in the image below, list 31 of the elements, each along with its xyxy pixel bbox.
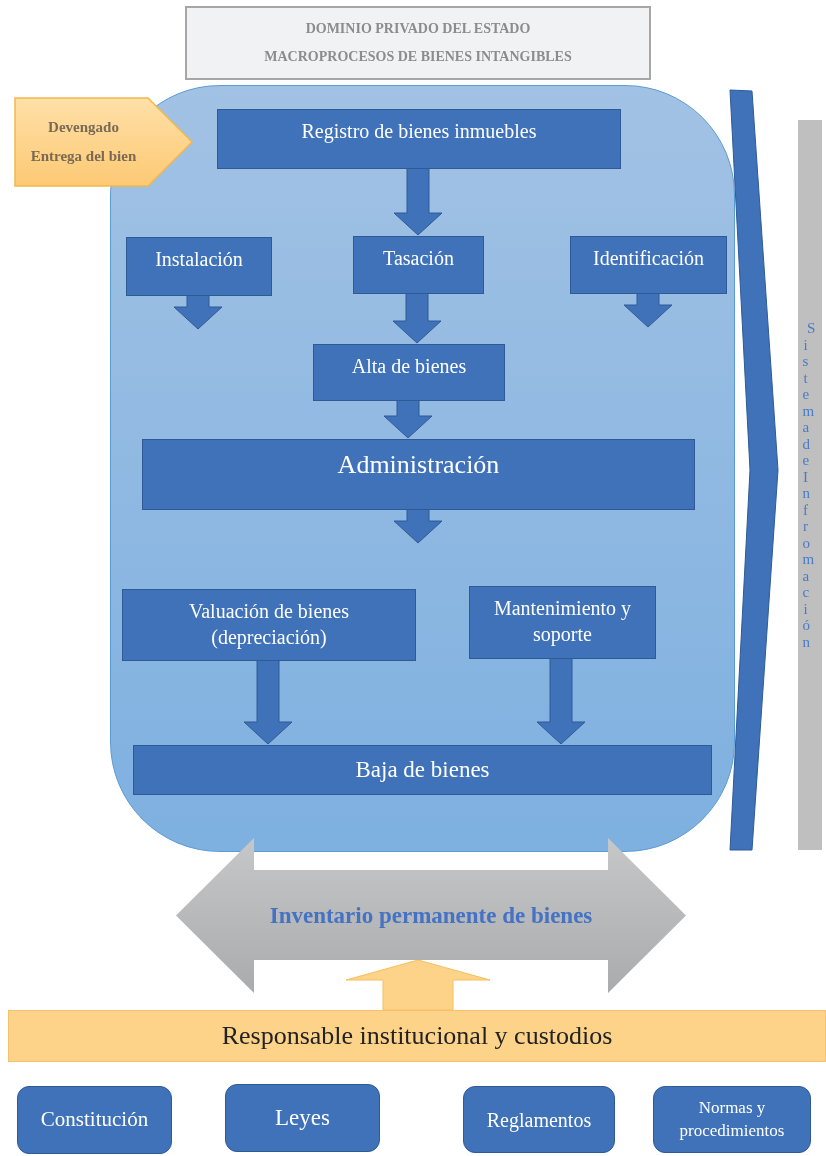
rounded-box: Constitución — [17, 1086, 172, 1154]
block-arrow — [536, 657, 586, 745]
block-arrow — [393, 167, 443, 236]
rounded-box: Leyes — [225, 1084, 380, 1152]
double-arrow-label: Inventario permanente de bienes — [269, 902, 593, 929]
band: Responsable institucional y custodios — [8, 1010, 826, 1062]
block-arrow — [173, 294, 223, 330]
vertical-label: Sistema de Infromación — [802, 320, 818, 650]
rounded-box: Reglamentos — [463, 1086, 615, 1153]
process-box: Mantenimiento y soporte — [469, 586, 656, 659]
process-box: Administración — [142, 439, 695, 510]
title-text: MACROPROCESOS DE BIENES INTANGIBLES — [264, 49, 572, 65]
block-arrow — [623, 292, 673, 328]
title-text: DOMINIO PRIVADO DEL ESTADO — [305, 21, 531, 37]
pentagon-label: Entrega del bien — [29, 148, 138, 165]
process-box: Identificación — [570, 236, 727, 294]
block-arrow — [383, 399, 433, 439]
process-box: Registro de bienes inmuebles — [217, 109, 621, 169]
block-arrow — [345, 959, 491, 1011]
rounded-box: Normas y procedimientos — [653, 1086, 811, 1153]
block-arrow — [243, 659, 293, 745]
process-box: Tasación — [353, 236, 484, 294]
block-arrow — [393, 508, 443, 544]
process-box: Instalación — [126, 237, 272, 296]
side-bar — [798, 120, 822, 850]
process-box: Baja de bienes — [133, 745, 712, 795]
title-box — [185, 6, 651, 80]
process-box: Valuación de bienes (depreciación) — [122, 589, 416, 661]
pentagon-label: Devengado — [47, 119, 120, 136]
block-arrow — [392, 292, 442, 344]
process-box: Alta de bienes — [313, 344, 505, 401]
